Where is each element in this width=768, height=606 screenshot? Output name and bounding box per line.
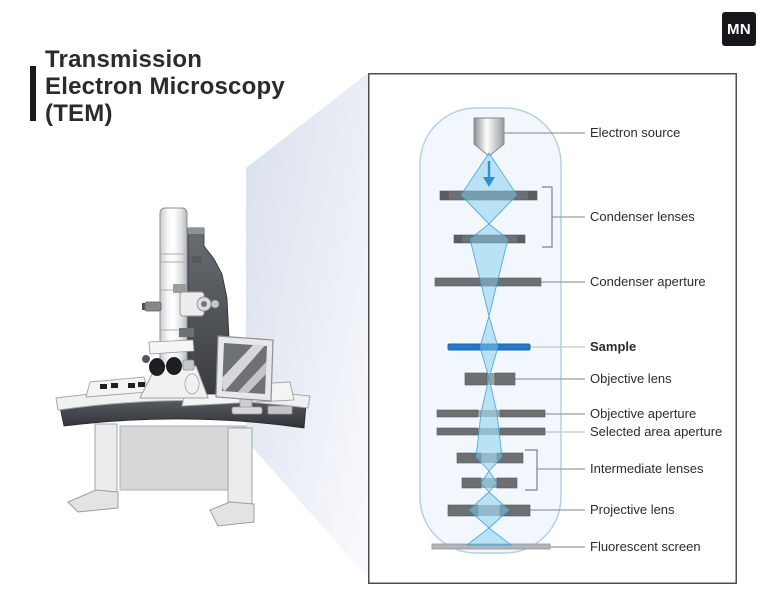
label-condenser-lenses: Condenser lenses [590, 209, 695, 224]
intermediate-lenses-bracket [525, 449, 538, 491]
machine-stage [139, 339, 209, 399]
brand-logo-text: MN [727, 20, 751, 38]
title-line-3: (TEM) [45, 100, 113, 127]
diagram-panel: Electron source Condenser lenses Condens… [368, 73, 737, 584]
brand-logo: MN [722, 12, 756, 46]
label-condenser-aperture: Condenser aperture [590, 274, 706, 289]
label-intermediate-lenses: Intermediate lenses [590, 461, 704, 476]
label-sample: Sample [590, 339, 637, 354]
label-objective-lens: Objective lens [590, 371, 672, 386]
condenser-lenses-bracket [542, 186, 553, 248]
machine-monitor [215, 335, 293, 415]
objective-lens-shape [464, 372, 516, 386]
label-objective-aperture: Objective aperture [590, 406, 697, 421]
wedge-shape [246, 73, 368, 578]
page-title: Transmission Electron Microscopy (TEM) [45, 46, 285, 127]
label-projective-lens: Projective lens [590, 502, 675, 517]
leader-lines [504, 132, 585, 548]
label-fluorescent-screen: Fluorescent screen [590, 539, 701, 554]
electron-source-shape [473, 117, 505, 157]
tem-machine-illustration [55, 207, 311, 527]
title-line-2: Electron Microscopy [45, 73, 285, 100]
electron-beam [460, 152, 518, 546]
title-block: Transmission Electron Microscopy (TEM) [30, 46, 285, 127]
label-electron-source: Electron source [590, 125, 681, 140]
label-selected-area-aperture: Selected area aperture [590, 424, 723, 439]
beam-direction-arrow-icon [483, 161, 495, 187]
tem-column-diagram [368, 73, 737, 584]
title-accent-bar [30, 66, 36, 121]
title-line-1: Transmission [45, 46, 203, 73]
